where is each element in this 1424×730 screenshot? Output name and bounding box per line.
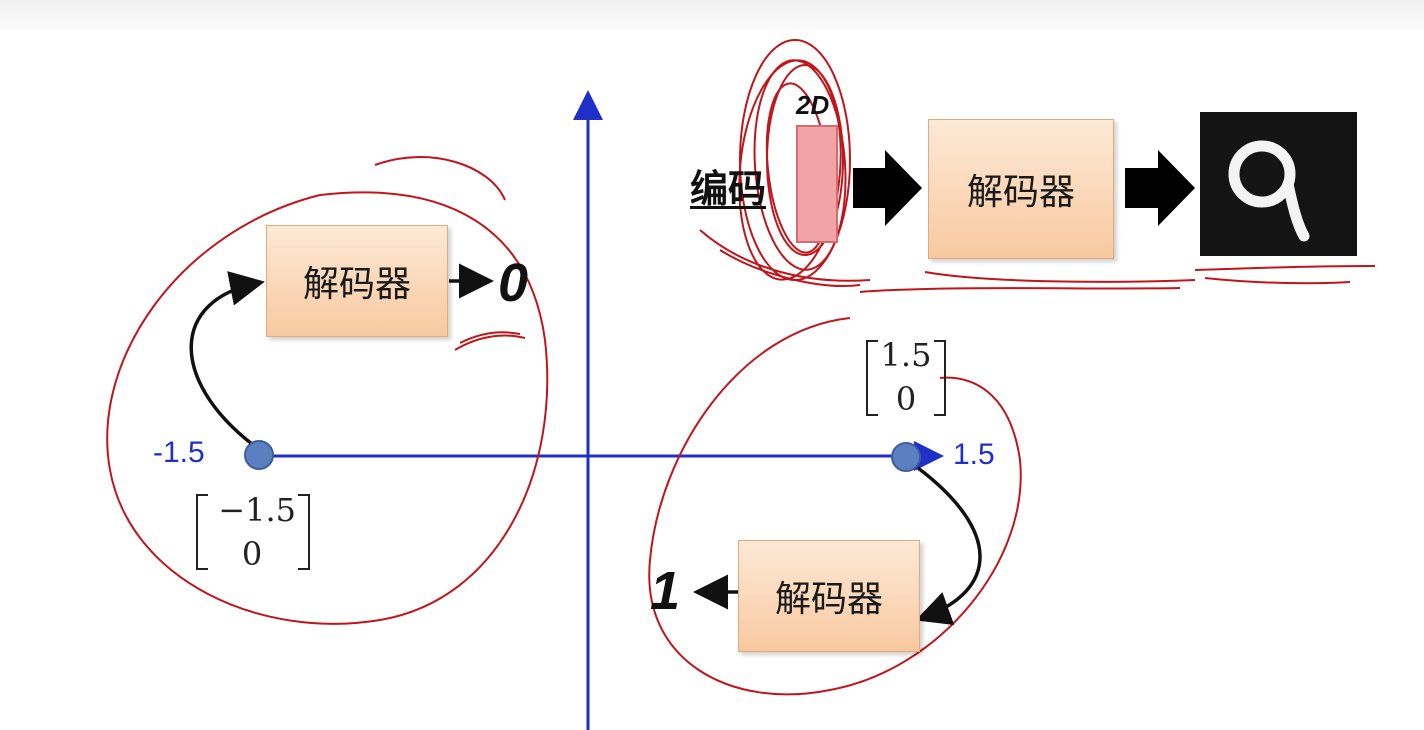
decoder-to-image-arrow xyxy=(1125,150,1195,226)
vector-right-y: 0 xyxy=(895,380,917,418)
decoder-box-top: 解码器 xyxy=(928,119,1114,259)
latent-dim-label: 2D xyxy=(796,90,830,120)
digit-9-glyph xyxy=(1228,140,1310,242)
decoder-box-left: 解码器 xyxy=(266,225,448,337)
decoder-box-left-label: 解码器 xyxy=(302,264,411,305)
axis-label-min: -1.5 xyxy=(153,436,205,469)
encoder-label: 编码 xyxy=(690,167,767,211)
decoder-box-right-label: 解码器 xyxy=(774,579,883,620)
vector-left: −1.5 0 xyxy=(208,488,296,576)
vector-left-y: 0 xyxy=(241,535,263,573)
axis-label-max: 1.5 xyxy=(953,438,995,471)
output-digit-left: 0 xyxy=(498,253,529,313)
vector-right: 1.5 0 xyxy=(878,333,934,421)
vector-right-x: 1.5 xyxy=(880,336,932,374)
annotation-encoder-loops xyxy=(699,39,1376,293)
vector-left-bracket-close xyxy=(298,494,310,570)
output-digit-right: 1 xyxy=(650,561,681,621)
annotation-circle-left xyxy=(106,156,549,625)
annotation-circle-right xyxy=(648,317,1022,696)
decoder-box-right: 解码器 xyxy=(738,540,920,652)
top-bar xyxy=(0,0,1424,30)
vector-left-bracket-open xyxy=(196,494,208,570)
latent-code-box xyxy=(796,125,838,243)
point-right-to-decoder-arrow xyxy=(915,466,982,625)
encoder-to-decoder-arrow xyxy=(853,150,922,226)
point-right xyxy=(891,442,921,472)
digit-9-image xyxy=(1200,112,1357,256)
vector-right-bracket-close xyxy=(934,340,946,416)
point-left-to-decoder-arrow xyxy=(189,271,265,446)
vector-right-bracket-open xyxy=(866,340,878,416)
decoder-box-top-label: 解码器 xyxy=(966,172,1075,213)
point-left xyxy=(244,440,274,470)
vector-left-x: −1.5 xyxy=(218,491,296,529)
